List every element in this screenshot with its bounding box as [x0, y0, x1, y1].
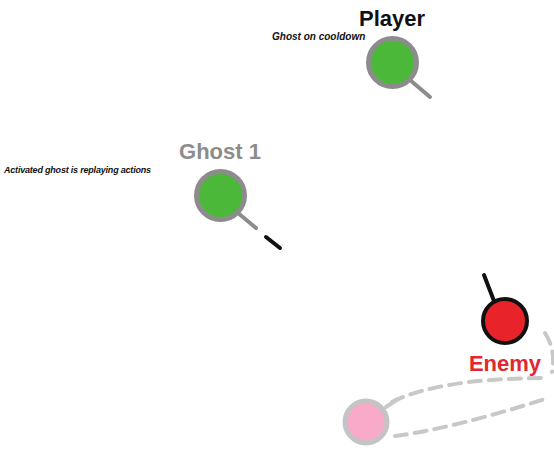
unit-body — [368, 38, 416, 86]
unit-body — [196, 171, 244, 219]
attack-stroke — [266, 237, 280, 248]
unit-circle — [480, 296, 530, 346]
unit-body — [483, 299, 527, 343]
annotation-note: Ghost on cooldown — [272, 31, 365, 42]
unit-circle — [193, 168, 248, 223]
unit-name: Ghost 1 — [177, 140, 263, 164]
aim-stick — [410, 80, 430, 97]
ghost-circle: Ghost 1 — [177, 140, 263, 222]
aim-stick — [484, 275, 494, 301]
movement-trail — [545, 333, 553, 372]
movement-trail — [395, 398, 548, 436]
aim-stick — [238, 213, 256, 228]
unit-circle — [365, 35, 420, 90]
annotation-note: Activated ghost is replaying actions — [4, 166, 151, 176]
unit-name: Enemy — [467, 352, 544, 376]
player-circle: Player — [357, 7, 428, 89]
past-enemy-circle — [345, 401, 387, 443]
unit-name: Player — [357, 7, 428, 31]
movement-trail — [392, 378, 548, 402]
aim-stick — [386, 399, 398, 407]
enemy-circle: Enemy — [467, 296, 544, 376]
